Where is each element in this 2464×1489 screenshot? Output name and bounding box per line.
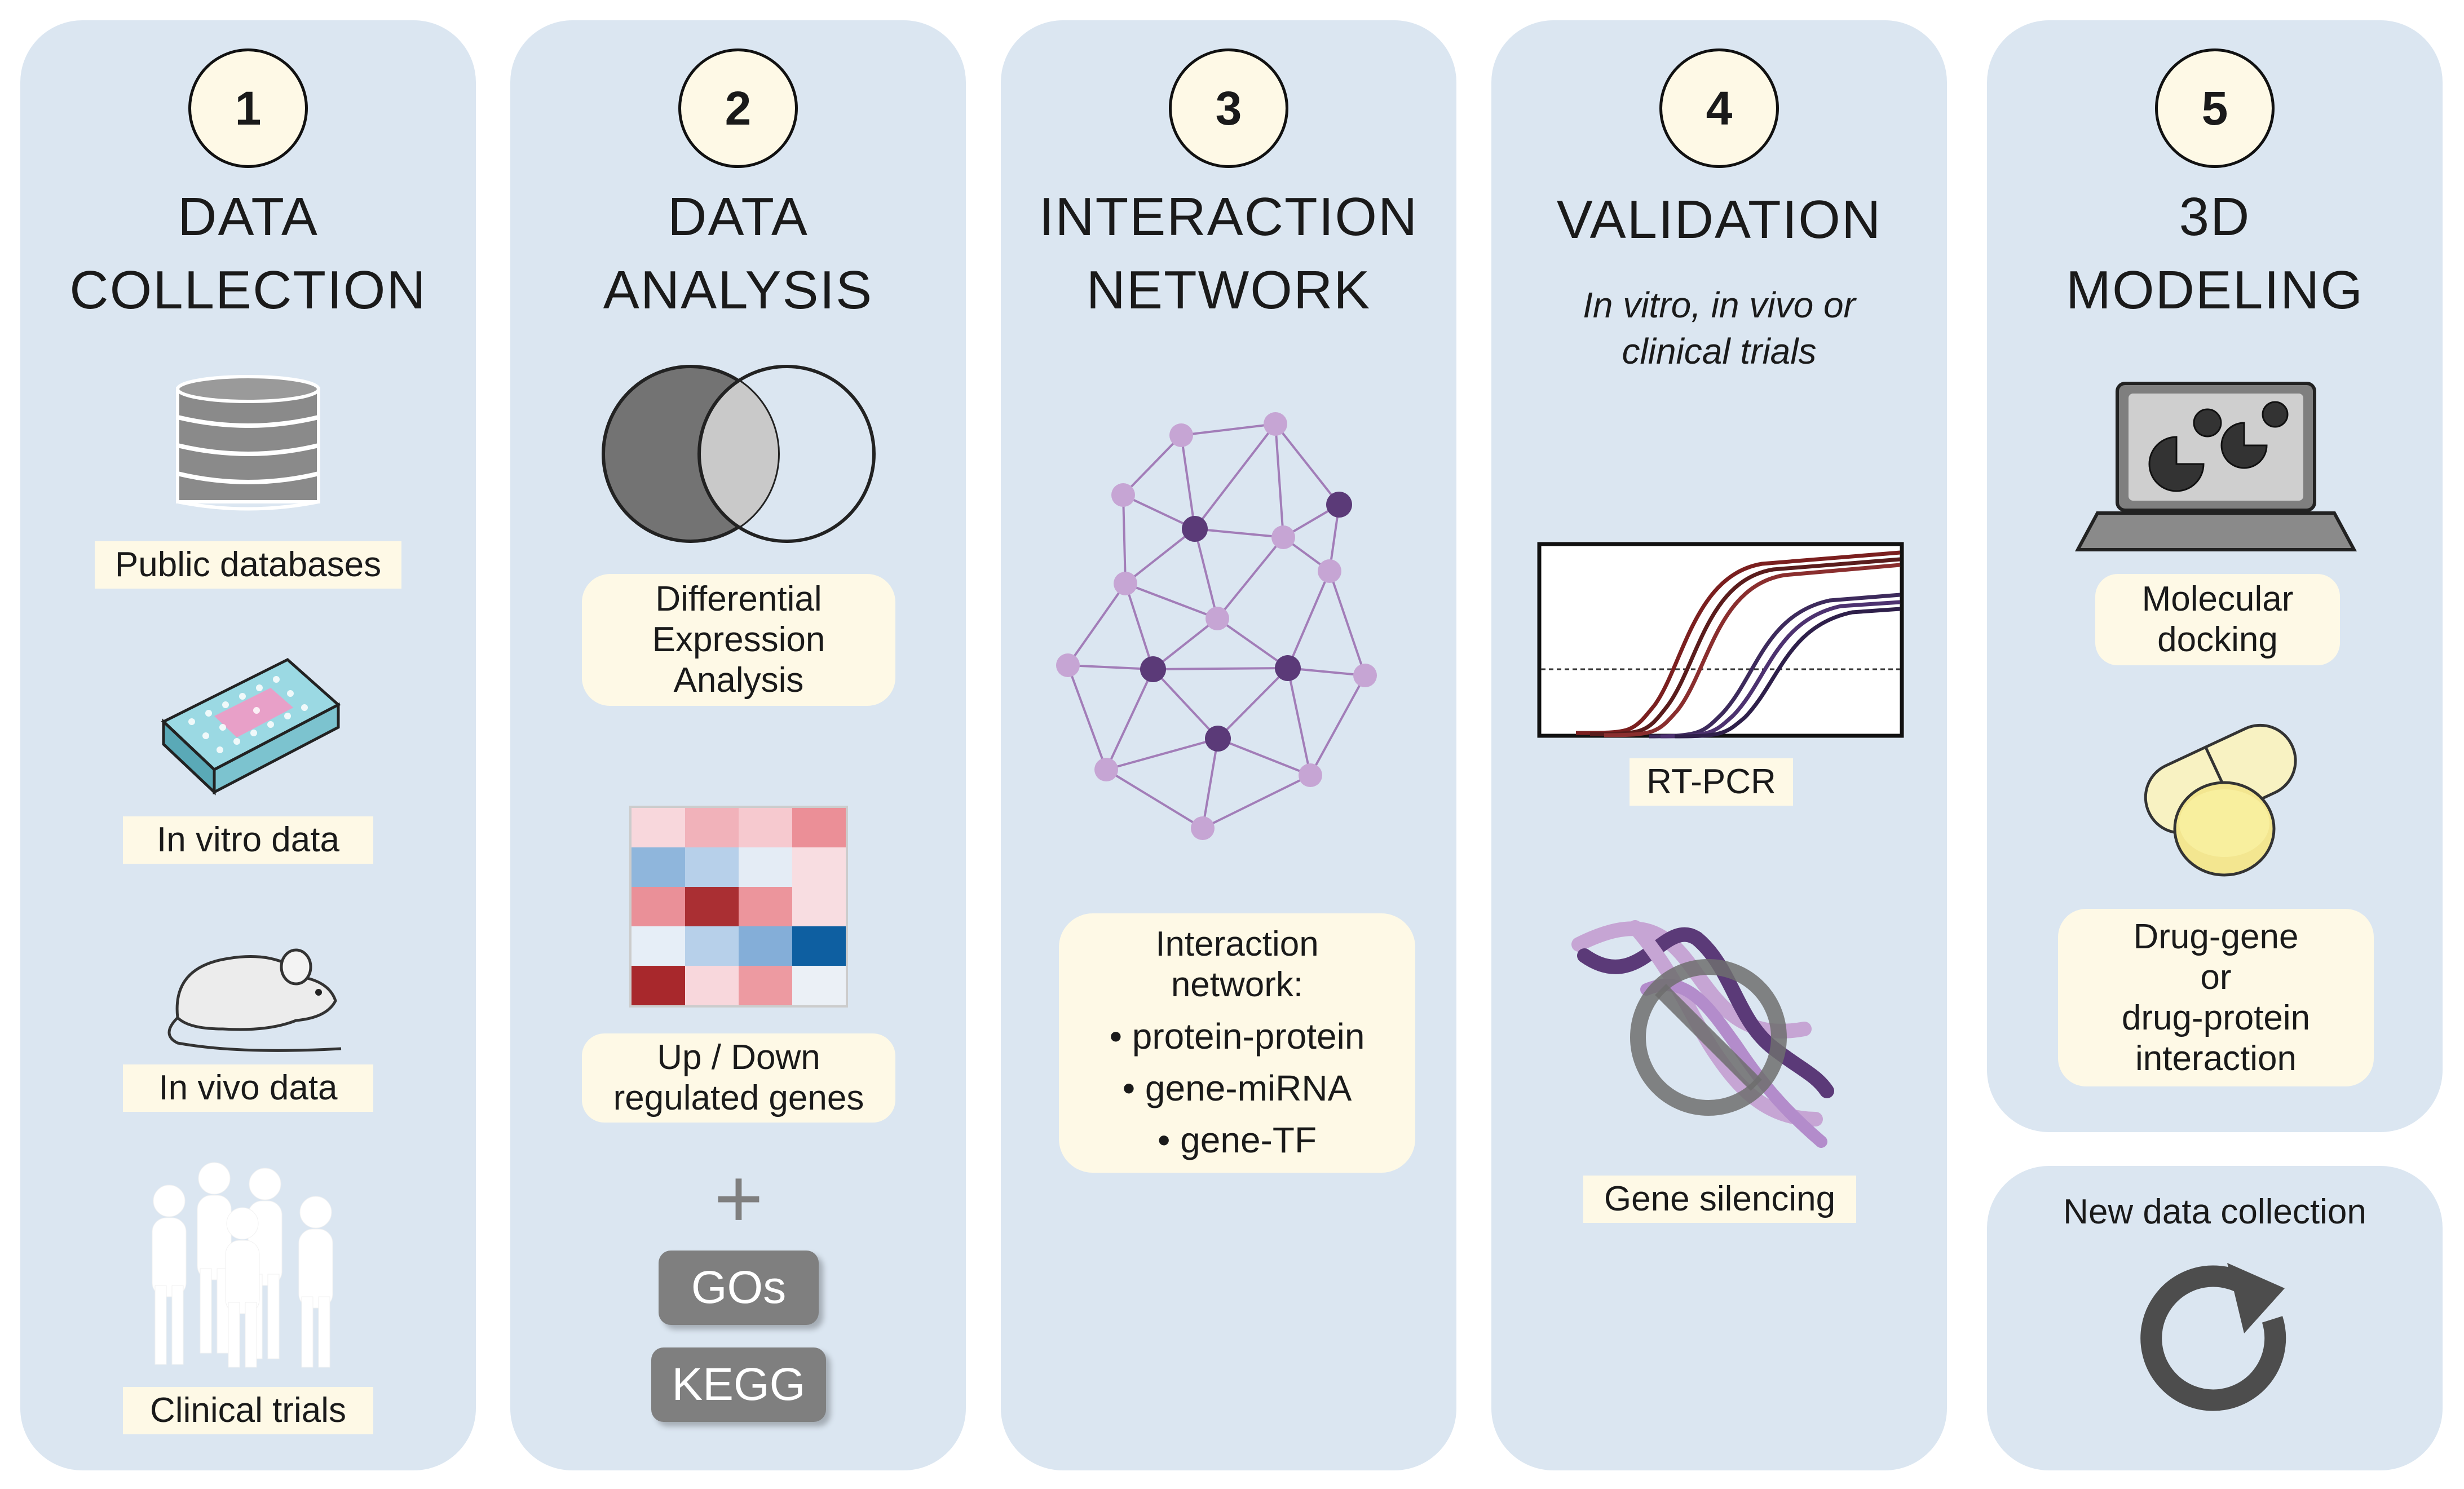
step-3-title-line1: INTERACTION [1039,187,1419,247]
interaction-item-gene-mirna: • gene-miRNA [1122,1068,1352,1108]
step-number-4: 4 [1659,48,1779,168]
plus-sign: + [714,1151,763,1245]
step-3-title-line2: NETWORK [1086,260,1371,320]
in-vivo-data-label: In vivo data [123,1064,373,1112]
step-number-2: 2 [678,48,798,168]
dna-helix-icon [1571,920,1834,1148]
venn-diagram-icon [602,365,876,543]
panel-validation [1491,20,1947,1470]
differential-expression-text: Differential Expression Analysis [652,580,825,700]
drug-interaction-label: Drug-gene or drug-protein interaction [2058,909,2374,1086]
step-number-1: 1 [188,48,308,168]
interaction-item-gene-tf: • gene-TF [1157,1120,1317,1160]
differential-expression-label: Differential Expression Analysis [582,574,895,706]
heatmap-icon [629,806,848,1008]
step-5-title-line1: 3D [2179,187,2251,247]
step-number-3: 3 [1169,48,1288,168]
rt-pcr-label: RT-PCR [1630,758,1793,806]
step-1-title-line1: DATA [178,187,319,247]
clinical-trials-label: Clinical trials [123,1387,373,1434]
molecular-docking-text: Molecular docking [2141,580,2294,659]
step-1-title-line2: COLLECTION [69,260,427,320]
interaction-network-box-title: Interaction network: [1155,925,1319,1004]
mouse-icon [167,948,342,1052]
network-graph-icon [1056,412,1377,840]
go-tag: GOs [659,1251,819,1325]
pcr-curve-icon [1537,542,1904,739]
drug-interaction-text: Drug-gene or drug-protein interaction [2121,917,2311,1078]
step-2-title-line1: DATA [668,187,809,247]
laptop-molecule-icon [2074,382,2357,551]
interaction-item-protein-protein: • protein-protein [1109,1016,1365,1057]
molecular-docking-label: Molecular docking [2095,574,2340,665]
step-4-title: VALIDATION [1556,189,1882,250]
database-icon [176,375,320,511]
gene-silencing-label: Gene silencing [1583,1176,1856,1223]
step-5-title-line2: MODELING [2065,260,2364,320]
step-2-title-line2: ANALYSIS [603,260,873,320]
regulated-genes-label: Up / Down regulated genes [582,1033,895,1123]
new-data-collection-label: New data collection [2063,1192,2366,1231]
interaction-network-box: Interaction network: • protein-protein •… [1059,913,1415,1173]
regulated-genes-text: Up / Down regulated genes [613,1038,864,1117]
kegg-tag: KEGG [651,1347,826,1422]
public-databases-label: Public databases [95,541,401,589]
people-icon [152,1162,333,1368]
in-vitro-data-label: In vitro data [123,816,373,864]
panel-new-data-collection [1987,1166,2443,1470]
pill-icon [2144,723,2297,877]
step-number-5: 5 [2155,48,2275,168]
refresh-icon [2140,1263,2286,1411]
step-4-subtitle: In vitro, in vivo or clinical trials [1583,285,1856,372]
well-plate-icon [161,658,341,796]
panel-data-analysis [510,20,966,1470]
